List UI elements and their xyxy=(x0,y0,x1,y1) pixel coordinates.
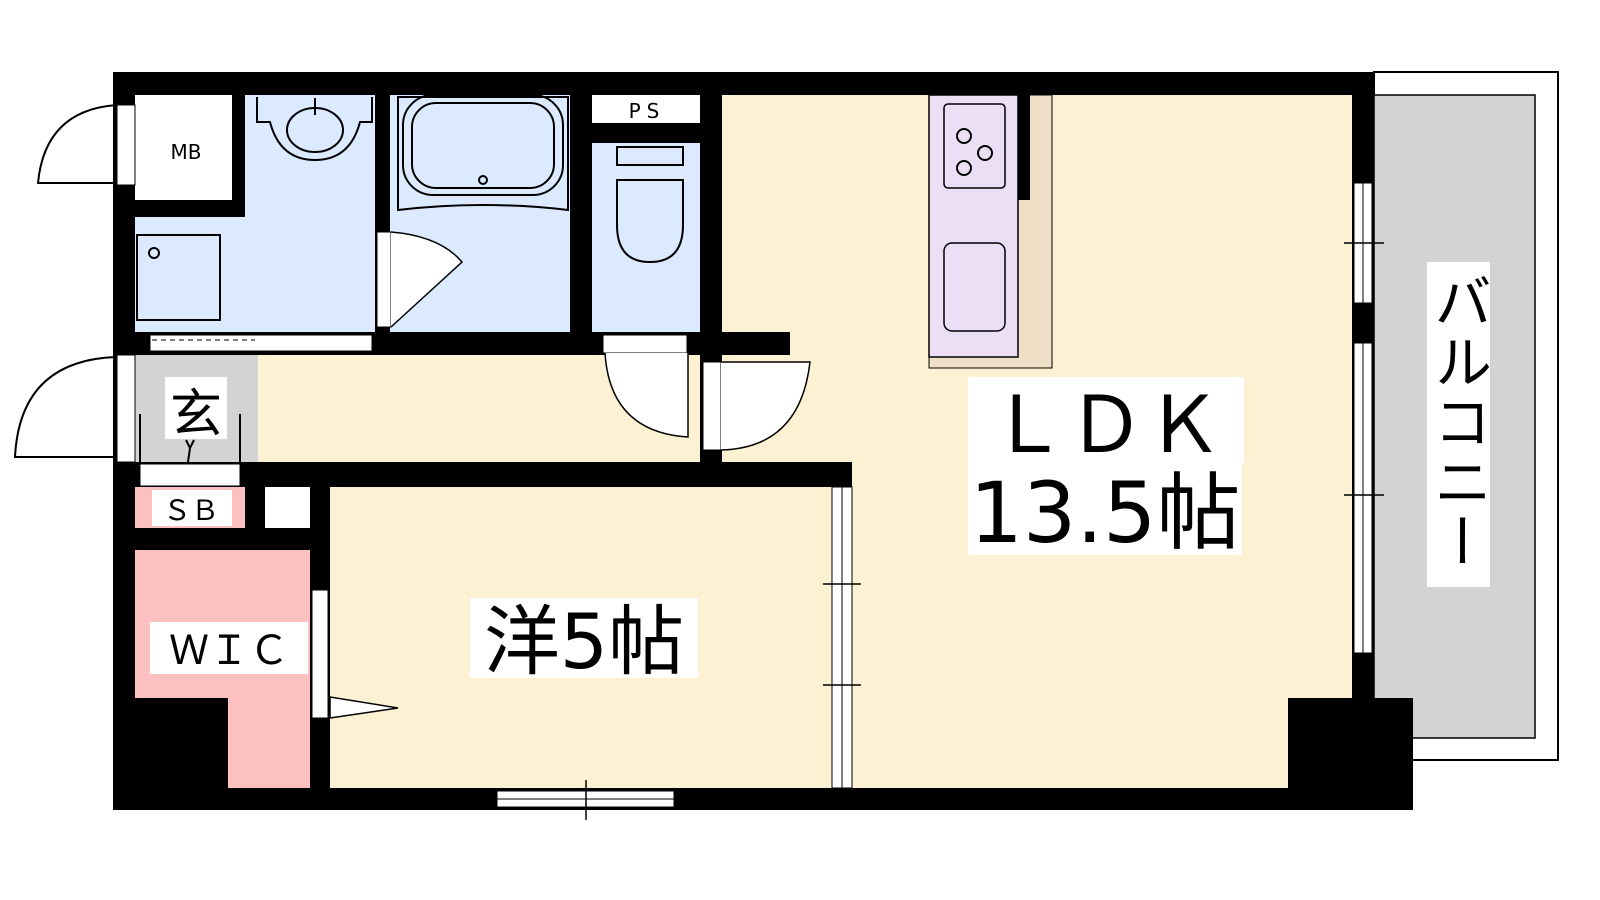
ldk-door[interactable] xyxy=(702,361,811,451)
toilet-icon xyxy=(616,146,684,264)
ldk-label: ＬＤＫ xyxy=(989,381,1223,471)
shoe-box-door xyxy=(139,414,241,487)
entrance-label: 玄 xyxy=(170,385,222,445)
washing-machine-icon xyxy=(136,234,221,321)
mb-label: MB xyxy=(171,140,202,164)
pipe-space xyxy=(592,95,700,123)
toilet-door[interactable] xyxy=(602,334,689,438)
balcony-label: バルコニー xyxy=(1424,272,1492,572)
stove-icon xyxy=(943,103,1006,189)
balcony xyxy=(1373,71,1559,761)
western-room-label: 洋5帖 xyxy=(484,597,684,686)
western-room-window[interactable] xyxy=(496,780,675,820)
washroom-sliding-door[interactable] xyxy=(149,334,373,352)
washroom xyxy=(135,95,375,332)
closet-door[interactable] xyxy=(311,589,399,719)
storage-box xyxy=(265,487,310,528)
meter-box xyxy=(135,95,232,200)
balcony-window[interactable] xyxy=(1344,182,1384,654)
mb-door[interactable] xyxy=(36,104,136,186)
corner-column xyxy=(1288,698,1413,810)
ps-label: PS xyxy=(629,99,666,123)
sink-icon xyxy=(943,242,1006,332)
bathtub-icon xyxy=(397,94,569,212)
bath-door[interactable] xyxy=(376,231,464,328)
ldk-size-label: 13.5帖 xyxy=(969,464,1240,562)
toilet-room xyxy=(592,143,700,332)
sb-label: ＳＢ xyxy=(163,494,219,527)
wic-label: ＷＩＣ xyxy=(169,628,289,674)
front-door[interactable] xyxy=(13,354,136,463)
kitchen-counter xyxy=(928,94,1053,369)
wash-basin-icon xyxy=(256,97,373,162)
sliding-partition[interactable] xyxy=(823,486,861,789)
